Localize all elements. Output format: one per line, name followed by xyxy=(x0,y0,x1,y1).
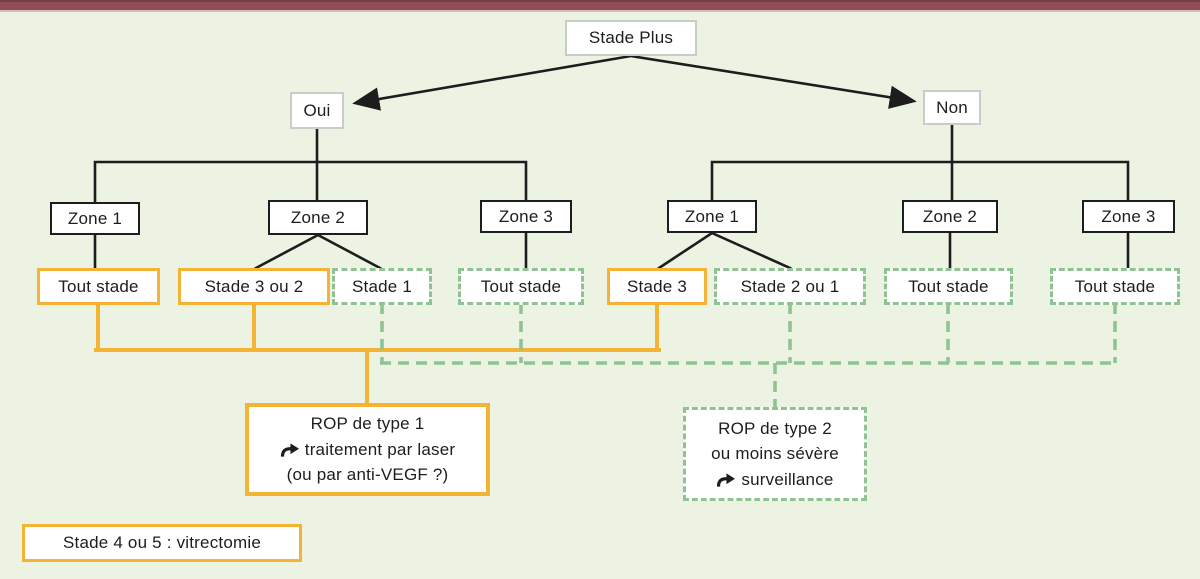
node-stage-tout-stade-left1: Tout stade xyxy=(37,268,160,305)
outcome-type1-action: traitement par laser xyxy=(304,439,456,459)
outcome-type1-title: ROP de type 1 xyxy=(310,414,425,434)
node-zone1-left: Zone 1 xyxy=(50,202,140,235)
node-stage-1: Stade 1 xyxy=(332,268,432,305)
node-stade-plus: Stade Plus xyxy=(565,20,697,56)
node-zone1-right: Zone 1 xyxy=(667,200,757,233)
root-arrows xyxy=(352,54,917,111)
node-zone3-left: Zone 3 xyxy=(480,200,572,233)
curved-right-arrow-icon xyxy=(716,472,736,487)
node-stage-tout-stade-right2: Tout stade xyxy=(884,268,1013,305)
node-non: Non xyxy=(923,90,981,125)
curved-right-arrow-icon xyxy=(280,442,299,457)
zone-tree-connectors xyxy=(93,122,1130,270)
node-stage-tout-stade-right3: Tout stade xyxy=(1050,268,1180,305)
node-zone3-right: Zone 3 xyxy=(1082,200,1175,233)
type1-orange-connectors xyxy=(94,301,661,406)
node-zone2-left: Zone 2 xyxy=(268,200,368,235)
node-stage-tout-stade-left3: Tout stade xyxy=(458,268,584,305)
type2-green-connectors xyxy=(380,303,1117,408)
note-stade-4-ou-5: Stade 4 ou 5 : vitrectomie xyxy=(22,524,302,562)
node-stage-2-ou-1: Stade 2 ou 1 xyxy=(714,268,866,305)
outcome-rop-type-2: ROP de type 2 ou moins sévère surveillan… xyxy=(683,407,867,501)
node-stage-3-ou-2: Stade 3 ou 2 xyxy=(178,268,330,305)
outcome-type1-note: (ou par anti-VEGF ?) xyxy=(286,465,449,485)
node-oui: Oui xyxy=(290,92,344,129)
outcome-type2-title: ROP de type 2 xyxy=(718,418,832,438)
top-bar xyxy=(0,0,1200,12)
node-zone2-right: Zone 2 xyxy=(902,200,998,233)
node-stage-3: Stade 3 xyxy=(607,268,707,305)
outcome-type2-subtitle: ou moins sévère xyxy=(711,444,839,464)
outcome-rop-type-1: ROP de type 1 traitement par laser (ou p… xyxy=(245,403,490,496)
outcome-type2-action: surveillance xyxy=(741,469,834,489)
